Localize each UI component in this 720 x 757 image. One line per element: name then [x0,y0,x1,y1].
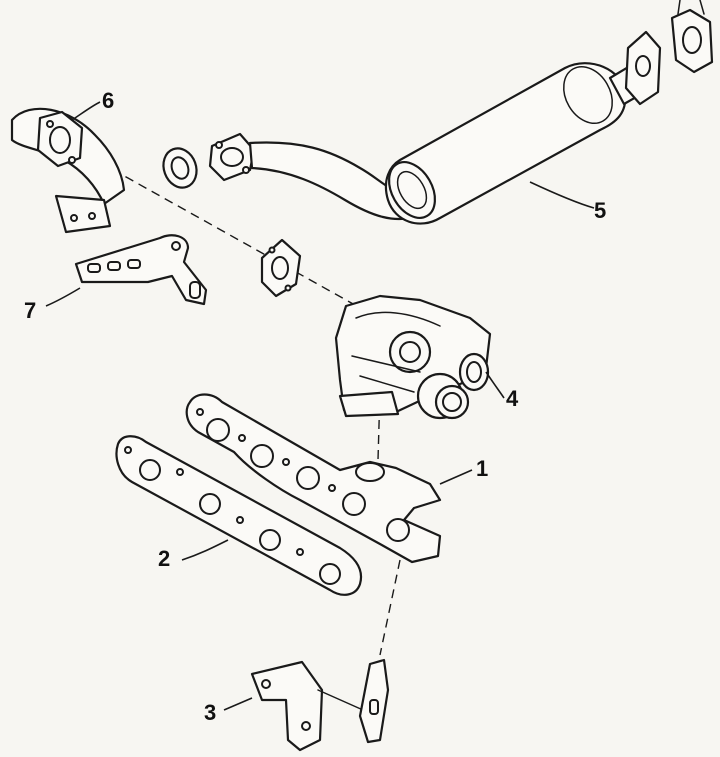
support-brackets-part-3 [250,658,390,752]
callout-1: 1 [476,456,488,481]
sealing-ring [162,147,198,189]
exhaust-manifold-part-1 [185,393,442,564]
callout-3: 3 [204,700,216,725]
downpipe-part-6 [10,107,126,234]
alignment-lines [59,139,401,656]
manifold-gasket-part-2 [115,435,363,596]
flange-gasket [260,238,302,298]
callout-2: 2 [158,546,170,571]
turbocharger-part-4 [334,294,492,420]
callout-4: 4 [506,386,519,411]
muffler-assembly [208,0,714,225]
callout-6: 6 [102,88,114,113]
leader-lines [45,101,595,711]
callout-5: 5 [594,198,606,223]
bracket-part-7 [74,234,208,306]
callout-7: 7 [24,298,36,323]
